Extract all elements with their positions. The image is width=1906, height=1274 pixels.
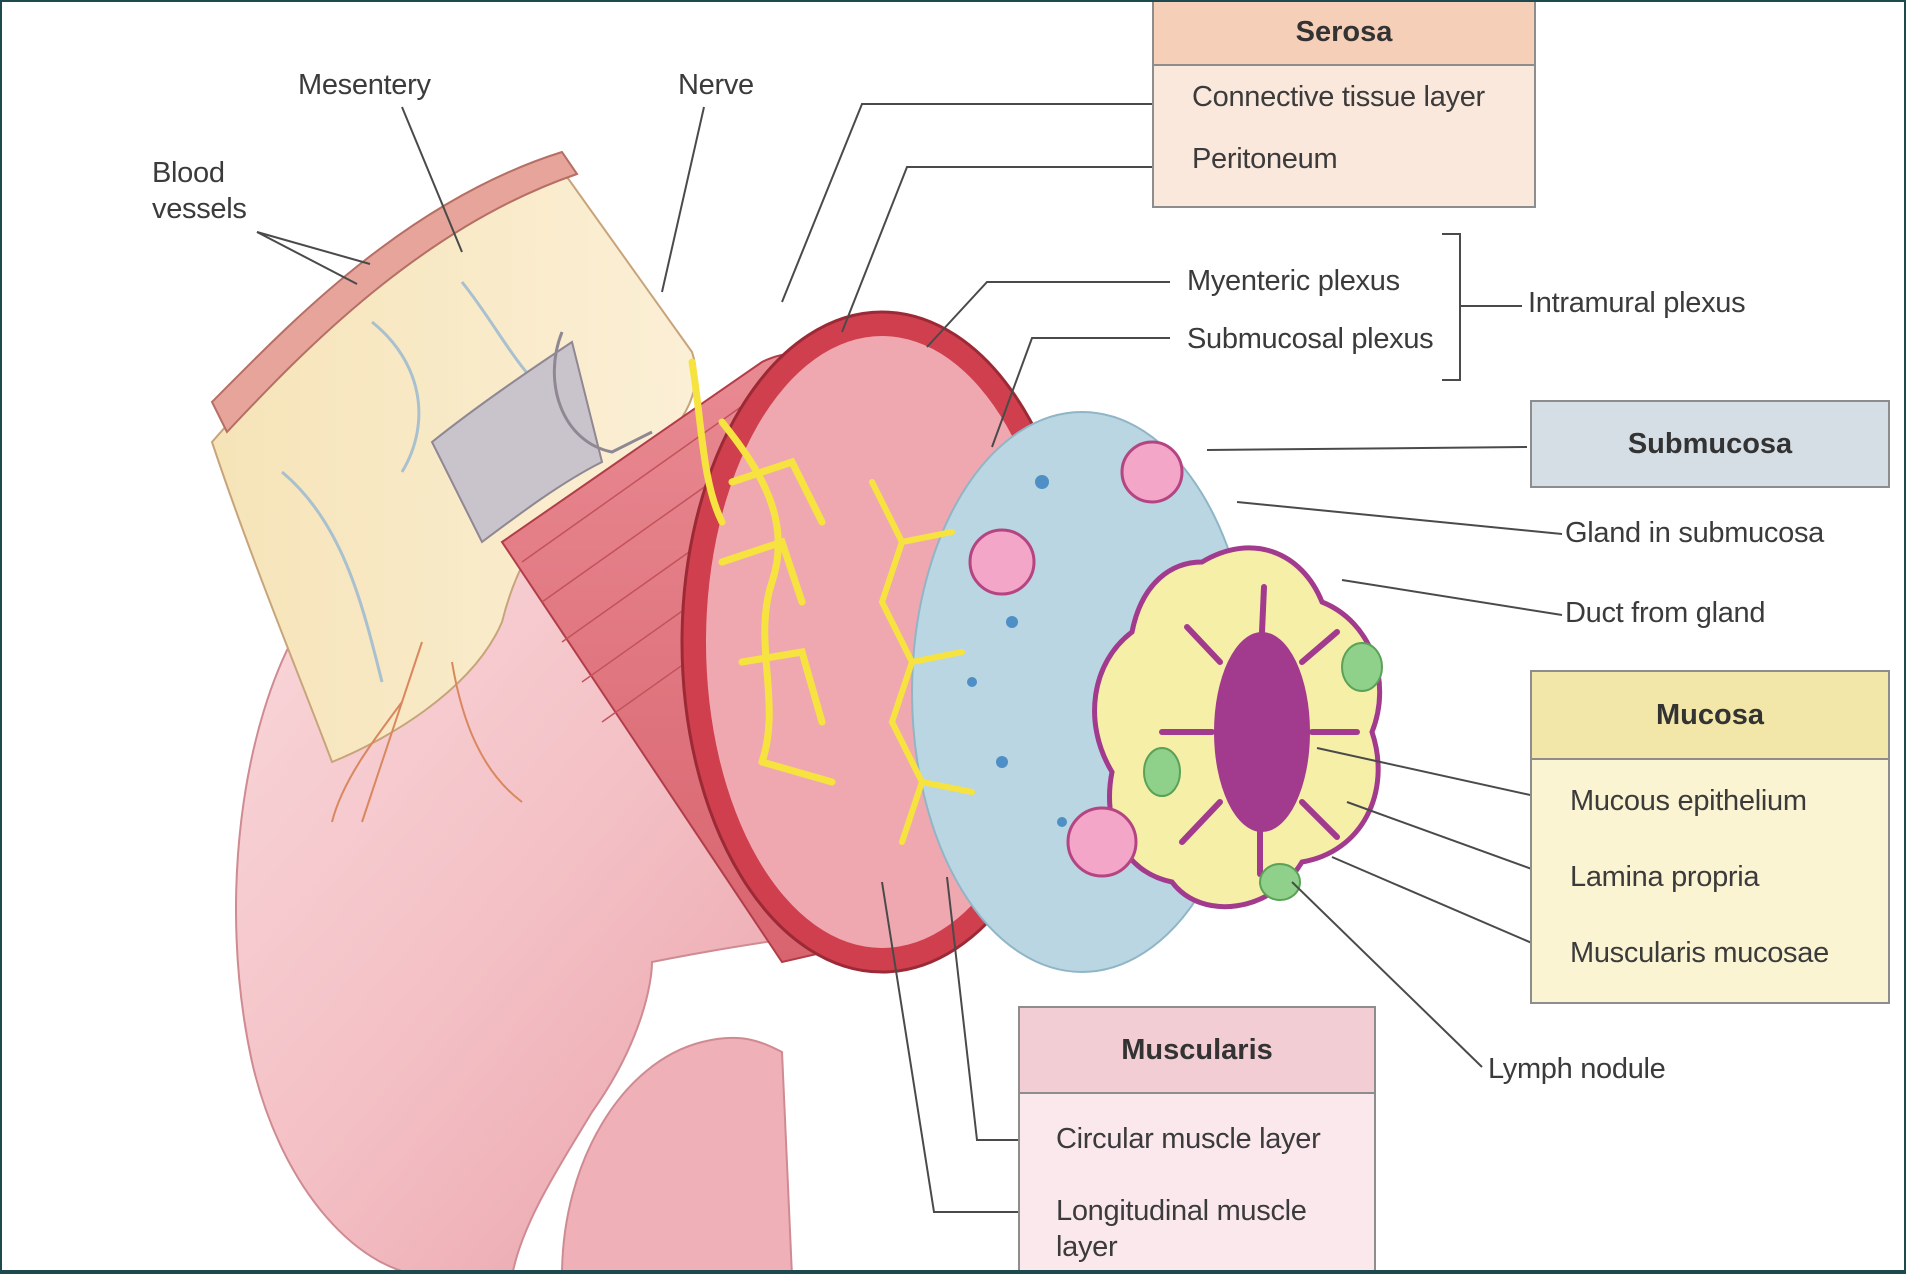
muscularis-title: Muscularis [1020,1008,1374,1094]
submucosa-cells [967,475,1067,827]
lumen [1214,632,1310,832]
label-blood-vessels-line2: vessels [152,193,247,225]
label-submucosal-plexus: Submucosal plexus [1187,323,1434,355]
myenteric-plexus-network [688,358,836,786]
leader-lines [256,103,1563,1213]
label-mesentery: Mesentery [298,69,431,101]
label-gland-in-submucosa: Gland in submucosa [1565,517,1824,549]
muscularis-body: Circular muscle layer Longitudinal muscl… [1020,1094,1374,1270]
mesentery-attachment [430,340,604,544]
intestine-loop [561,1036,793,1270]
serosa-title: Serosa [1154,2,1534,66]
mucosa-title: Mucosa [1532,672,1888,760]
muscularis-item-longitudinal-line2: layer [1056,1231,1118,1263]
mucosa-item-muscularis-mucosae: Muscularis mucosae [1570,937,1829,969]
label-blood-vessels-line1: Blood [152,157,225,189]
mucosa-item-lamina-propria: Lamina propria [1570,861,1760,893]
label-lymph-nodule: Lymph nodule [1488,1053,1666,1085]
serosa-item-peritoneum: Peritoneum [1192,143,1338,175]
tube-vessels [331,641,523,823]
label-myenteric-plexus: Myenteric plexus [1187,265,1400,297]
label-duct-from-gland: Duct from gland [1565,597,1766,629]
mucosa-box: Mucosa Mucous epithelium Lamina propria … [1530,670,1890,1004]
lymph-nodules [1143,642,1383,901]
submucosa-box: Submucosa [1530,400,1890,488]
mucosa-body: Mucous epithelium Lamina propria Muscula… [1532,760,1888,1002]
mesentery-edge [210,150,579,434]
muscularis-item-circular: Circular muscle layer [1056,1123,1321,1155]
muscularis-box: Muscularis Circular muscle layer Longitu… [1018,1006,1376,1270]
label-nerve: Nerve [678,69,754,101]
serosa-box: Serosa Connective tissue layer Peritoneu… [1152,2,1536,208]
serosa-body: Connective tissue layer Peritoneum [1154,66,1534,206]
muscularis-item-longitudinal-line1: Longitudinal muscle [1056,1195,1307,1227]
label-intramural-plexus: Intramural plexus [1528,287,1746,319]
submucosa-title: Submucosa [1532,402,1888,486]
mucosal-folds [1159,584,1360,877]
mucosa-item-mucous-epithelium: Mucous epithelium [1570,785,1807,817]
submucosal-glands [968,440,1184,878]
submucosal-plexus-network [869,479,975,845]
serosa-item-connective-tissue: Connective tissue layer [1192,81,1485,113]
